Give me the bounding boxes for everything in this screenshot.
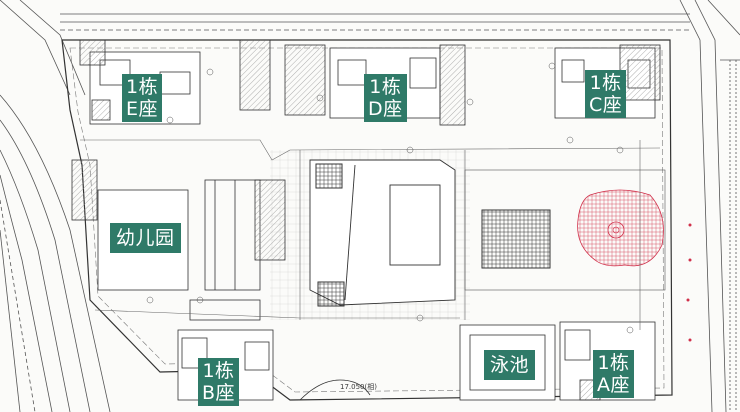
building-e-line1: 1栋 xyxy=(126,76,159,98)
pool-label: 泳池 xyxy=(484,350,536,380)
grid-block-2 xyxy=(317,281,345,307)
grid-block-1 xyxy=(315,163,343,189)
ramp xyxy=(299,379,371,401)
central-building xyxy=(309,159,456,306)
building-c-line2: C座 xyxy=(589,94,623,116)
kindergarten-label: 幼儿园 xyxy=(110,223,181,253)
building-d-line2: D座 xyxy=(368,98,403,120)
building-e-label: 1栋 E座 xyxy=(122,74,163,122)
kindergarten-text: 幼儿园 xyxy=(116,227,175,249)
building-c-label: 1栋 C座 xyxy=(585,70,627,118)
building-a-line2: A座 xyxy=(597,374,630,396)
building-d-line1: 1栋 xyxy=(369,76,402,98)
building-b-line2: B座 xyxy=(202,382,236,404)
building-a-label: 1栋 A座 xyxy=(593,350,634,398)
building-b-label: 1栋 B座 xyxy=(198,358,240,406)
north-road xyxy=(60,13,690,31)
elevation-note: 17.050(相) xyxy=(340,383,377,391)
building-e-line2: E座 xyxy=(126,98,159,120)
building-d-label: 1栋 D座 xyxy=(364,74,407,122)
west-road xyxy=(0,0,111,412)
building-e-footprint xyxy=(79,39,271,125)
building-c-line1: 1栋 xyxy=(589,72,622,94)
grid-block-3 xyxy=(481,209,551,269)
building-b-line1: 1栋 xyxy=(202,360,235,382)
pool-text: 泳池 xyxy=(490,354,530,376)
east-road xyxy=(679,0,740,412)
feature-sculpture xyxy=(577,189,664,267)
building-a-line1: 1栋 xyxy=(597,352,630,374)
